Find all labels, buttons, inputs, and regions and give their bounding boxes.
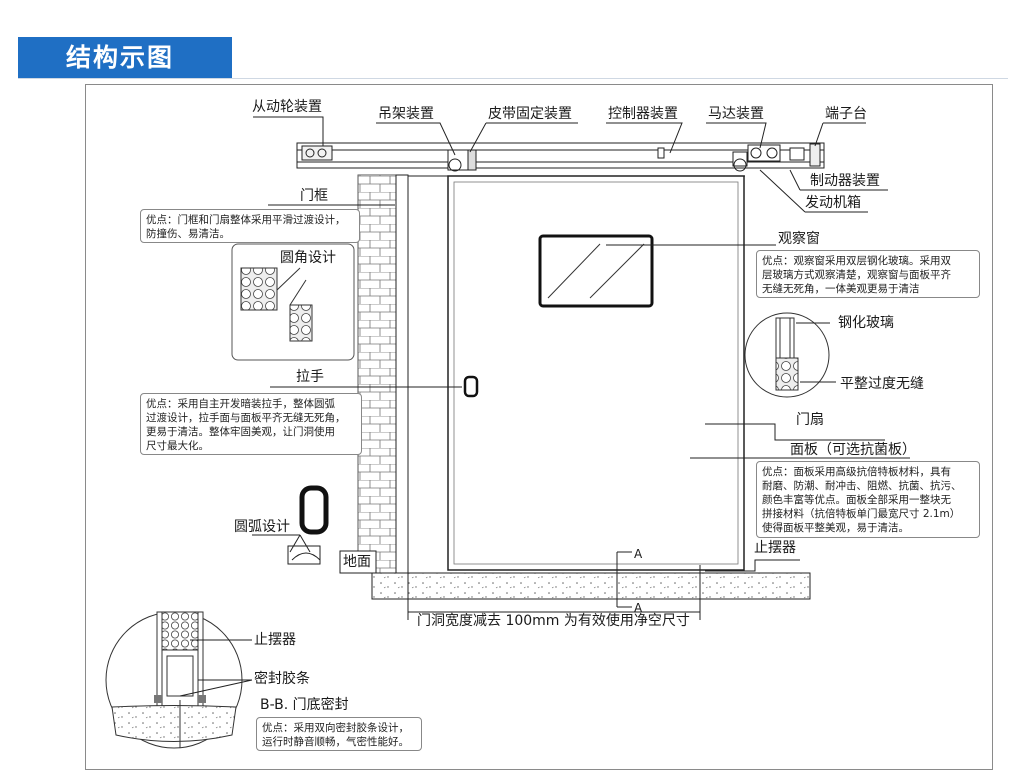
round-corner-detail [231, 243, 355, 361]
label-brake: 制动器装置 [810, 173, 880, 189]
label-stopper: 止摆器 [754, 540, 796, 556]
note-frame-line: 优点：门框和门扇整体采用平滑过渡设计， [146, 214, 346, 226]
note-seal-line: 运行时静音顺畅，气密性能好。 [262, 736, 409, 748]
label-round-corner: 圆角设计 [280, 250, 336, 266]
label-handle: 拉手 [296, 369, 324, 385]
label-motor: 马达装置 [708, 106, 764, 122]
floor-shape [287, 545, 811, 600]
drawing-frame [85, 84, 993, 770]
note-seal-line: 优点：采用双向密封胶条设计， [262, 722, 409, 734]
label-terminal: 端子台 [825, 106, 867, 122]
label-smooth-transition: 平整过度无缝 [840, 376, 924, 392]
label-arc-design: 圆弧设计 [234, 519, 290, 535]
note-panel-line: 使得面板平整美观，易于清洁。 [762, 522, 909, 534]
door-frame-shape [395, 174, 409, 574]
note-handle-line: 更易于清洁。整体牢固美观，让门洞使用 [146, 426, 335, 438]
track-assembly [296, 142, 825, 177]
label-window: 观察窗 [778, 231, 820, 247]
note-window-line: 无缝无死角，一体美观更易于清洁 [762, 283, 920, 295]
seal-detail-circle [105, 611, 253, 749]
label-door-leaf: 门扇 [796, 412, 824, 428]
label-hanger: 吊架装置 [378, 106, 434, 122]
label-detail-stopper: 止摆器 [254, 632, 296, 648]
side-leaders [252, 204, 910, 620]
label-section-a-bottom: A [634, 601, 643, 615]
glass-detail-circle [744, 312, 836, 398]
note-panel: 优点：面板采用高级抗倍特板材料，具有 耐磨、防潮、耐冲击、阻燃、抗菌、抗污、 颜… [756, 461, 980, 538]
note-panel-line: 颜色丰富等优点。面板全部采用一整块无 [762, 494, 951, 506]
observation-window-shape [538, 234, 654, 308]
label-detail-seal: 密封胶条 [254, 671, 310, 687]
note-seal: 优点：采用双向密封胶条设计， 运行时静音顺畅，气密性能好。 [256, 717, 422, 751]
label-tempered-glass: 钢化玻璃 [838, 315, 894, 331]
label-detail-title: B-B. 门底密封 [260, 697, 349, 713]
note-handle: 优点：采用自主开发暗装拉手，整体圆弧 过渡设计，拉手面与面板平齐无缝无死角， 更… [140, 393, 362, 455]
header-rule [18, 78, 1008, 79]
label-section-a-top: A [634, 547, 643, 561]
label-belt-fix: 皮带固定装置 [488, 106, 572, 122]
note-frame: 优点：门框和门扇整体采用平滑过渡设计， 防撞伤、易清洁。 [140, 209, 360, 243]
label-door-frame: 门框 [300, 188, 328, 204]
page-title: 结构示图 [18, 37, 232, 78]
note-window: 优点：观察窗采用双层钢化玻璃。采用双 层玻璃方式观察清楚，观察窗与面板平齐 无缝… [756, 250, 980, 298]
note-panel-line: 耐磨、防潮、耐冲击、阻燃、抗菌、抗污、 [762, 480, 962, 492]
arc-handle-shape [299, 485, 329, 535]
label-panel: 面板（可选抗菌板） [790, 442, 916, 458]
brick-wall [357, 174, 397, 574]
top-leaders [253, 116, 888, 213]
label-idler-wheel: 从动轮装置 [252, 99, 322, 115]
note-frame-line: 防撞伤、易清洁。 [146, 228, 230, 240]
note-panel-line: 拼接材料（抗倍特板单门最宽尺寸 2.1m） [762, 508, 961, 520]
note-window-line: 层玻璃方式观察清楚，观察窗与面板平齐 [762, 269, 951, 281]
note-handle-line: 优点：采用自主开发暗装拉手，整体圆弧 [146, 398, 335, 410]
note-handle-line: 过渡设计，拉手面与面板平齐无缝无死角， [146, 412, 346, 424]
note-window-line: 优点：观察窗采用双层钢化玻璃。采用双 [762, 255, 951, 267]
note-panel-line: 优点：面板采用高级抗倍特板材料，具有 [762, 466, 951, 478]
label-engine-box: 发动机箱 [805, 195, 861, 211]
label-ground: 地面 [343, 554, 371, 570]
note-handle-line: 尺寸最大化。 [146, 440, 209, 452]
handle-shape [463, 375, 479, 398]
label-width-note: 门洞宽度减去 100mm 为有效使用净空尺寸 [417, 613, 690, 629]
label-controller: 控制器装置 [608, 106, 678, 122]
